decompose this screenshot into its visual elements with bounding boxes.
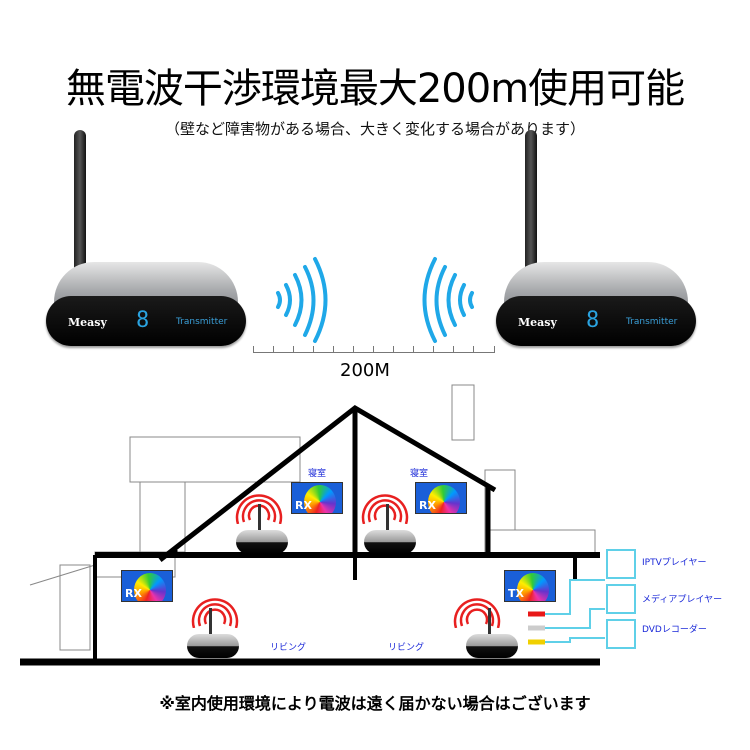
room-label-bedroom-2: 寝室 <box>410 469 429 479</box>
source-label-dvd: DVDレコーダー <box>642 625 707 635</box>
tv-rx-living: RX <box>121 570 173 602</box>
tv-rx-bedroom-2: RX <box>415 482 467 514</box>
room-label-bedroom-1: 寝室 <box>308 469 327 479</box>
device-display: 8 <box>586 308 600 333</box>
device-left: Measy 8 Transmitter <box>46 262 246 346</box>
distance-label: 200M <box>340 360 390 381</box>
tv-rx-bedroom-1: RX <box>291 482 343 514</box>
page-subtitle: （壁など障害物がある場合、大きく変化する場合があります） <box>164 120 585 138</box>
room-label-living-2: リビング <box>388 643 425 653</box>
signal-icon <box>453 598 501 628</box>
signal-icon <box>191 598 239 628</box>
device-brand: Measy <box>518 316 557 329</box>
antenna-right <box>525 130 537 270</box>
device-label: Transmitter <box>626 317 678 327</box>
receiver-device <box>236 504 288 554</box>
media-player-icon <box>606 584 636 614</box>
footer-note: ※室内使用環境により電波は遠く届かない場合はございます <box>159 694 591 713</box>
page-title: 無電波干渉環境最大200m使用可能 <box>65 66 685 112</box>
house-diagram <box>20 384 605 666</box>
iptv-player-icon <box>606 549 636 579</box>
source-label-iptv: IPTVプレイヤー <box>642 558 707 568</box>
wifi-waves-right-icon <box>276 257 328 343</box>
room-label-living-1: リビング <box>270 643 307 653</box>
tv-tx-living: TX <box>504 570 556 602</box>
device-brand: Measy <box>68 316 107 329</box>
receiver-device <box>364 504 416 554</box>
device-display: 8 <box>136 308 150 333</box>
dvd-recorder-icon <box>606 619 636 649</box>
device-label: Transmitter <box>176 317 228 327</box>
transmitter-device <box>466 608 518 658</box>
antenna-left <box>74 130 86 270</box>
receiver-device <box>187 608 239 658</box>
device-right: Measy 8 Transmitter <box>496 262 696 346</box>
signal-icon <box>361 494 409 524</box>
source-label-media: メディアプレイヤー <box>642 595 723 605</box>
distance-ruler <box>253 346 495 353</box>
wifi-waves-left-icon <box>422 257 474 343</box>
